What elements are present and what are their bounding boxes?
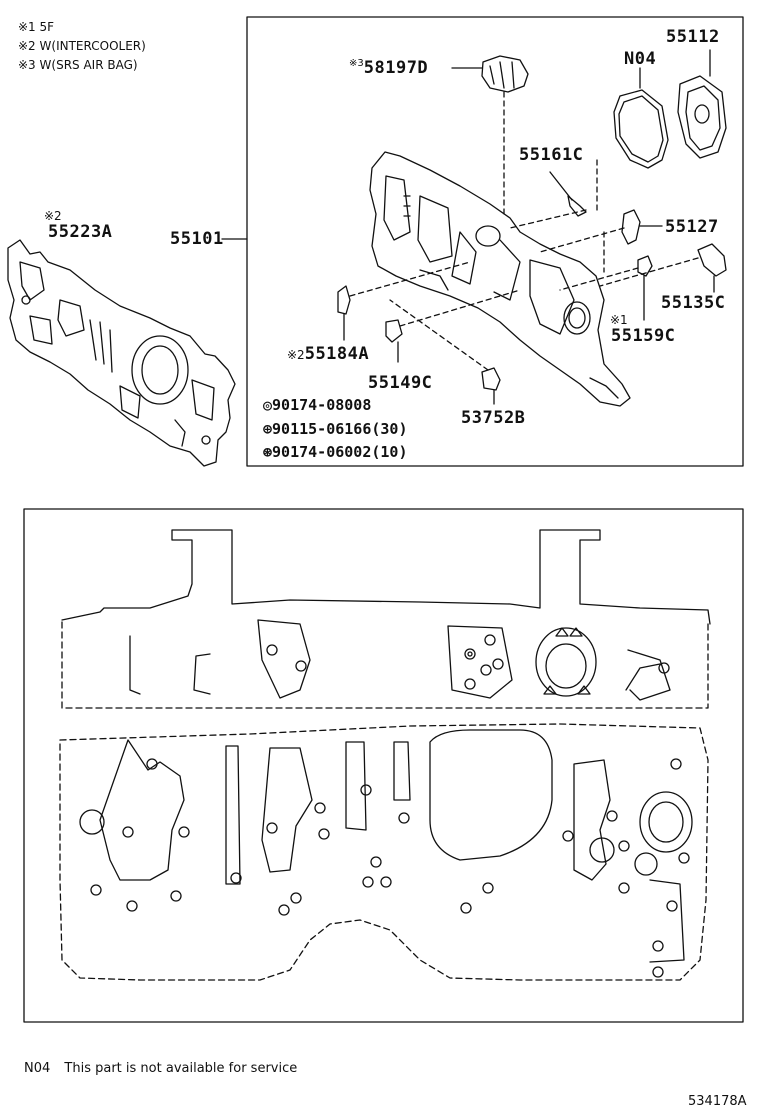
label-58197d[interactable]: 58197D — [363, 58, 429, 78]
upper-view-frame — [246, 16, 744, 467]
fastener-2: ⊕90115-06166(30) — [263, 420, 408, 438]
cover-55112-drawing — [677, 49, 727, 159]
note-2: ※2 W(INTERCOOLER) — [18, 39, 146, 53]
fastener-2-symbol-icon: ⊕ — [263, 420, 273, 438]
lower-upper-band-drawing — [61, 529, 711, 709]
label-55184a-mark: ※2 — [287, 348, 305, 362]
note-2-mark: ※2 — [18, 39, 36, 53]
fastener-3: ⊛90174-06002(10) — [263, 443, 408, 461]
lower-main-panel-fasteners — [90, 758, 690, 978]
clip-55161c-drawing — [509, 159, 598, 229]
label-55135c[interactable]: 55135C — [661, 293, 726, 313]
note-1-text: 5F — [39, 20, 55, 34]
fastener-1-code[interactable]: 90174-08008 — [272, 396, 372, 414]
bracket-55184a-drawing — [337, 261, 471, 341]
note-1: ※1 5F — [18, 20, 54, 34]
footer-note-text: This part is not available for service — [64, 1061, 298, 1076]
note-3-text: W(SRS AIR BAG) — [39, 58, 138, 72]
lower-view-frame — [23, 508, 744, 1023]
fastener-3-symbol-icon: ⊛ — [263, 443, 273, 461]
lower-main-panel-drawing — [59, 723, 709, 981]
label-55223a[interactable]: 55223A — [48, 222, 113, 242]
footer-note: N04 This part is not available for servi… — [24, 1061, 297, 1076]
label-55112[interactable]: 55112 — [666, 27, 720, 47]
note-3: ※3 W(SRS AIR BAG) — [18, 58, 138, 72]
bracket-55127-drawing — [539, 209, 663, 273]
bracket-55159c-drawing — [559, 255, 653, 321]
bracket-55149c-drawing — [385, 289, 521, 363]
label-55161c[interactable]: 55161C — [519, 145, 584, 165]
bracket-55135c-drawing — [599, 243, 727, 293]
note-3-mark: ※3 — [18, 58, 36, 72]
fastener-3-code[interactable]: 90174-06002(10) — [272, 443, 408, 461]
dash-panel-55101-drawing — [369, 151, 631, 407]
label-55101[interactable]: 55101 — [170, 229, 224, 249]
note-1-mark: ※1 — [18, 20, 36, 34]
note-2-text: W(INTERCOOLER) — [39, 39, 146, 53]
label-58197d-wrap: ※358197D — [349, 58, 428, 78]
fastener-2-code[interactable]: 90115-06166(30) — [272, 420, 408, 438]
label-55184a-wrap: ※255184A — [287, 344, 369, 364]
label-55159c[interactable]: 55159C — [611, 326, 676, 346]
label-53752b[interactable]: 53752B — [461, 408, 526, 428]
insulator-55223a-drawing — [7, 239, 236, 467]
label-58197d-mark: ※3 — [349, 58, 364, 69]
label-n04[interactable]: N04 — [624, 49, 657, 69]
bracket-58197d-drawing — [451, 55, 529, 215]
label-55159c-mark: ※1 — [610, 313, 628, 327]
label-55159c-mark-wrap: ※1 — [610, 309, 628, 328]
lower-upper-band-fasteners — [266, 627, 670, 695]
seal-n04-drawing — [613, 67, 669, 169]
fastener-1-symbol-icon: ◎ — [263, 396, 273, 414]
fastener-1: ◎90174-08008 — [263, 396, 371, 414]
label-55184a[interactable]: 55184A — [304, 344, 370, 364]
diagram-id: 534178A — [688, 1094, 747, 1109]
bracket-53752b-drawing — [389, 299, 501, 405]
label-55223a-mark: ※2 — [44, 209, 62, 223]
footer-note-code: N04 — [24, 1061, 51, 1076]
label-55149c[interactable]: 55149C — [368, 373, 433, 393]
label-55127[interactable]: 55127 — [665, 217, 719, 237]
